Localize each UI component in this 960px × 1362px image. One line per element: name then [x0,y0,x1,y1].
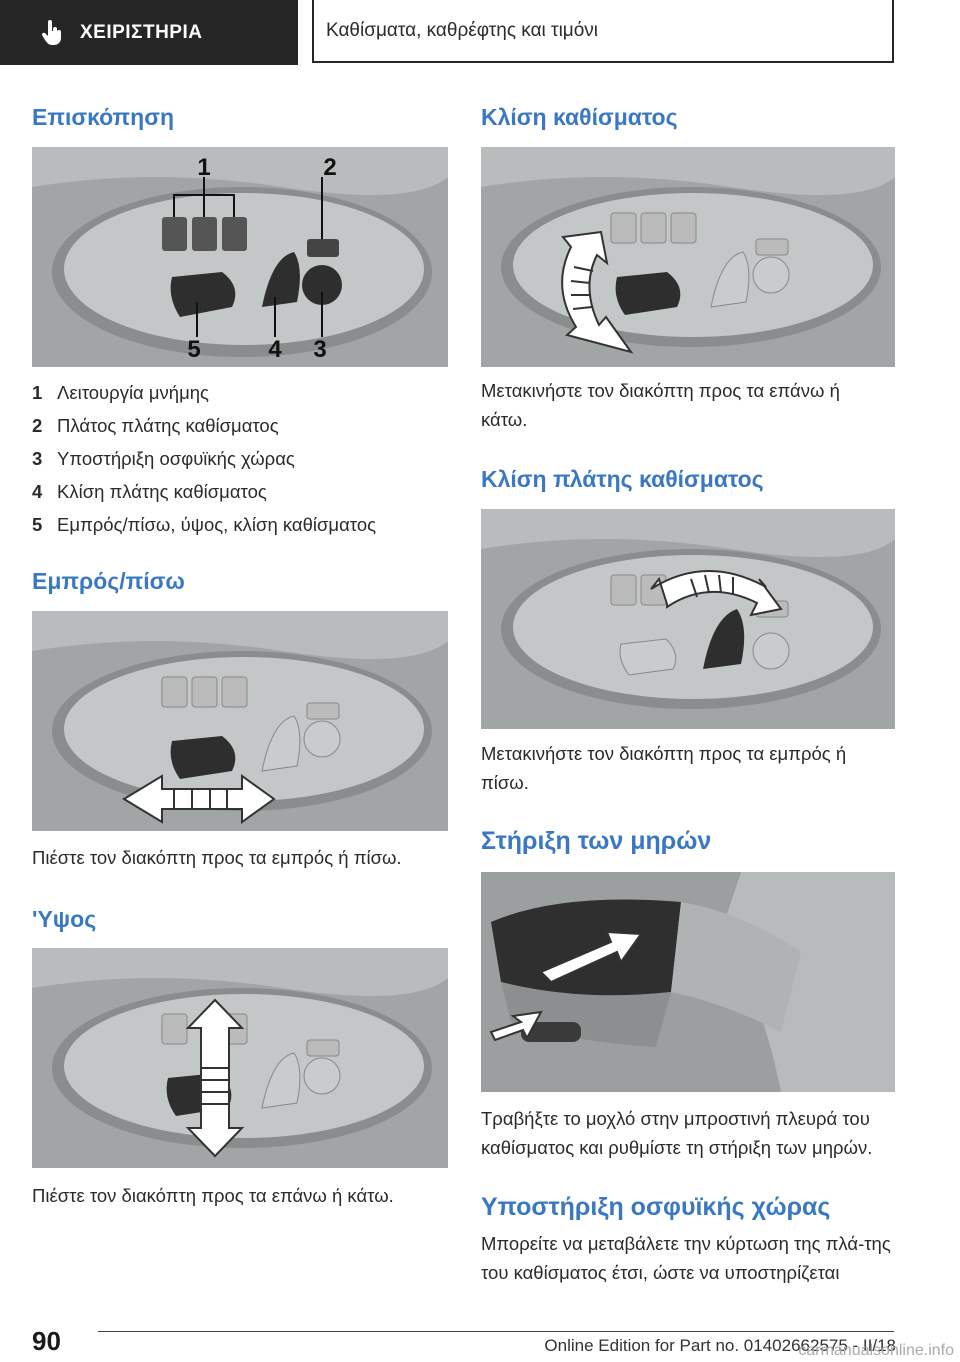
legend-number: 5 [32,513,43,535]
text-thigh-support: Τραβήξτε το μοχλό στην μπροστινή πλευρά … [481,1108,873,1158]
legend-text: Πλάτος πλάτης καθίσματος [57,414,279,436]
callout-2: 2 [323,154,336,181]
legend-list: 1 Λειτουργία μνήμης 2 Πλάτος πλάτης καθίσμ… [32,376,452,541]
heading-forward-back: Εμπρός/πίσω [32,568,185,594]
legend-item: 4 Κλίση πλάτης καθίσματος [32,475,452,508]
footer-edition: Online Edition for Part no. 01402662575 … [544,1336,896,1355]
text-seat-tilt: Μετακινήστε τον διακόπτη προς τα επάνω ή… [481,380,840,430]
header-chapter-box: Καθίσματα, καθρέφτης και τιμόνι [312,0,894,63]
hand-pointer-icon [40,19,64,46]
callout-1: 1 [197,154,210,181]
callout-4: 4 [268,336,282,363]
watermark: carmanualsonline.info [798,1342,954,1359]
heading-backrest-tilt: Κλίση πλάτης καθίσματος [481,466,764,492]
heading-lumbar-support: Υποστήριξη οσφυϊκής χώρας [481,1193,831,1221]
footer-divider [98,1331,894,1332]
legend-item: 5 Εμπρός/πίσω, ύψος, κλίση καθίσματος [32,508,452,541]
page-number: 90 [32,1326,61,1356]
heading-thigh-support: Στήριξη των μηρών [481,827,712,855]
legend-text: Κλίση πλάτης καθίσματος [57,480,267,502]
legend-text: Εμπρός/πίσω, ύψος, κλίση καθίσματος [57,513,377,535]
legend-number: 3 [32,447,43,469]
legend-item: 2 Πλάτος πλάτης καθίσματος [32,409,452,442]
legend-text: Υποστήριξη οσφυϊκής χώρας [57,447,295,469]
text-forward-back: Πιέστε τον διακόπτη προς τα εμπρός ή πίσ… [32,847,402,868]
legend-number: 1 [32,381,43,403]
header-section-title: ΧΕΙΡΙΣΤΗΡΙΑ [80,21,203,43]
legend-item: 3 Υποστήριξη οσφυϊκής χώρας [32,442,452,475]
figure-seat-forward-back [32,611,448,831]
text-lumbar-support: Μπορείτε να μεταβάλετε την κύρτωση της π… [481,1233,891,1283]
legend-item: 1 Λειτουργία μνήμης [32,376,452,409]
heading-overview: Επισκόπηση [32,104,174,130]
text-backrest-tilt: Μετακινήστε τον διακόπτη προς τα εμπρός … [481,743,847,793]
heading-seat-tilt: Κλίση καθίσματος [481,104,678,130]
text-height: Πιέστε τον διακόπτη προς τα επάνω ή κάτω… [32,1185,394,1206]
figure-seat-controls-overview: 1 2 5 4 3 [32,147,448,367]
header-section-tab: ΧΕΙΡΙΣΤΗΡΙΑ [0,0,298,65]
figure-thigh-support [481,872,895,1092]
legend-number: 2 [32,414,43,436]
header-chapter-title: Καθίσματα, καθρέφτης και τιμόνι [326,19,599,41]
heading-height: 'Υψος [32,906,97,932]
legend-text: Λειτουργία μνήμης [57,381,209,403]
figure-backrest-tilt [481,509,895,729]
callout-5: 5 [187,336,200,363]
callout-3: 3 [313,336,326,363]
legend-number: 4 [32,480,43,502]
figure-seat-tilt [481,147,895,367]
figure-seat-height [32,948,448,1168]
